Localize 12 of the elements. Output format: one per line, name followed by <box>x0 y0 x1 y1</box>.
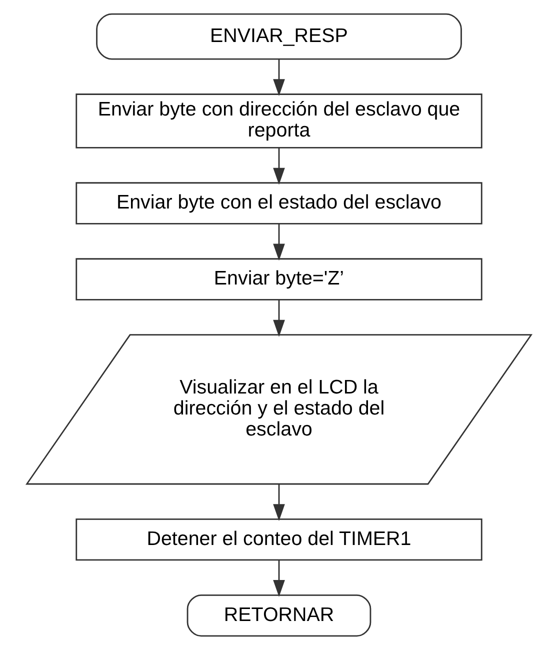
node-box: Detener el conteo del TIMER1 <box>75 518 482 561</box>
arrow <box>272 300 284 337</box>
arrow <box>272 560 284 597</box>
arrow <box>272 59 284 96</box>
node-box: Enviar byte='Z’ <box>75 258 482 300</box>
node-box: Enviar byte con el estado del esclavo <box>75 182 482 224</box>
node-box: RETORNAR <box>186 594 371 637</box>
node-box: Enviar byte con dirección del esclavo que reporta <box>75 94 482 148</box>
arrow <box>272 484 284 522</box>
node-box: ENVIAR_RESP <box>96 13 462 60</box>
arrow <box>272 224 284 261</box>
arrow <box>272 148 284 185</box>
